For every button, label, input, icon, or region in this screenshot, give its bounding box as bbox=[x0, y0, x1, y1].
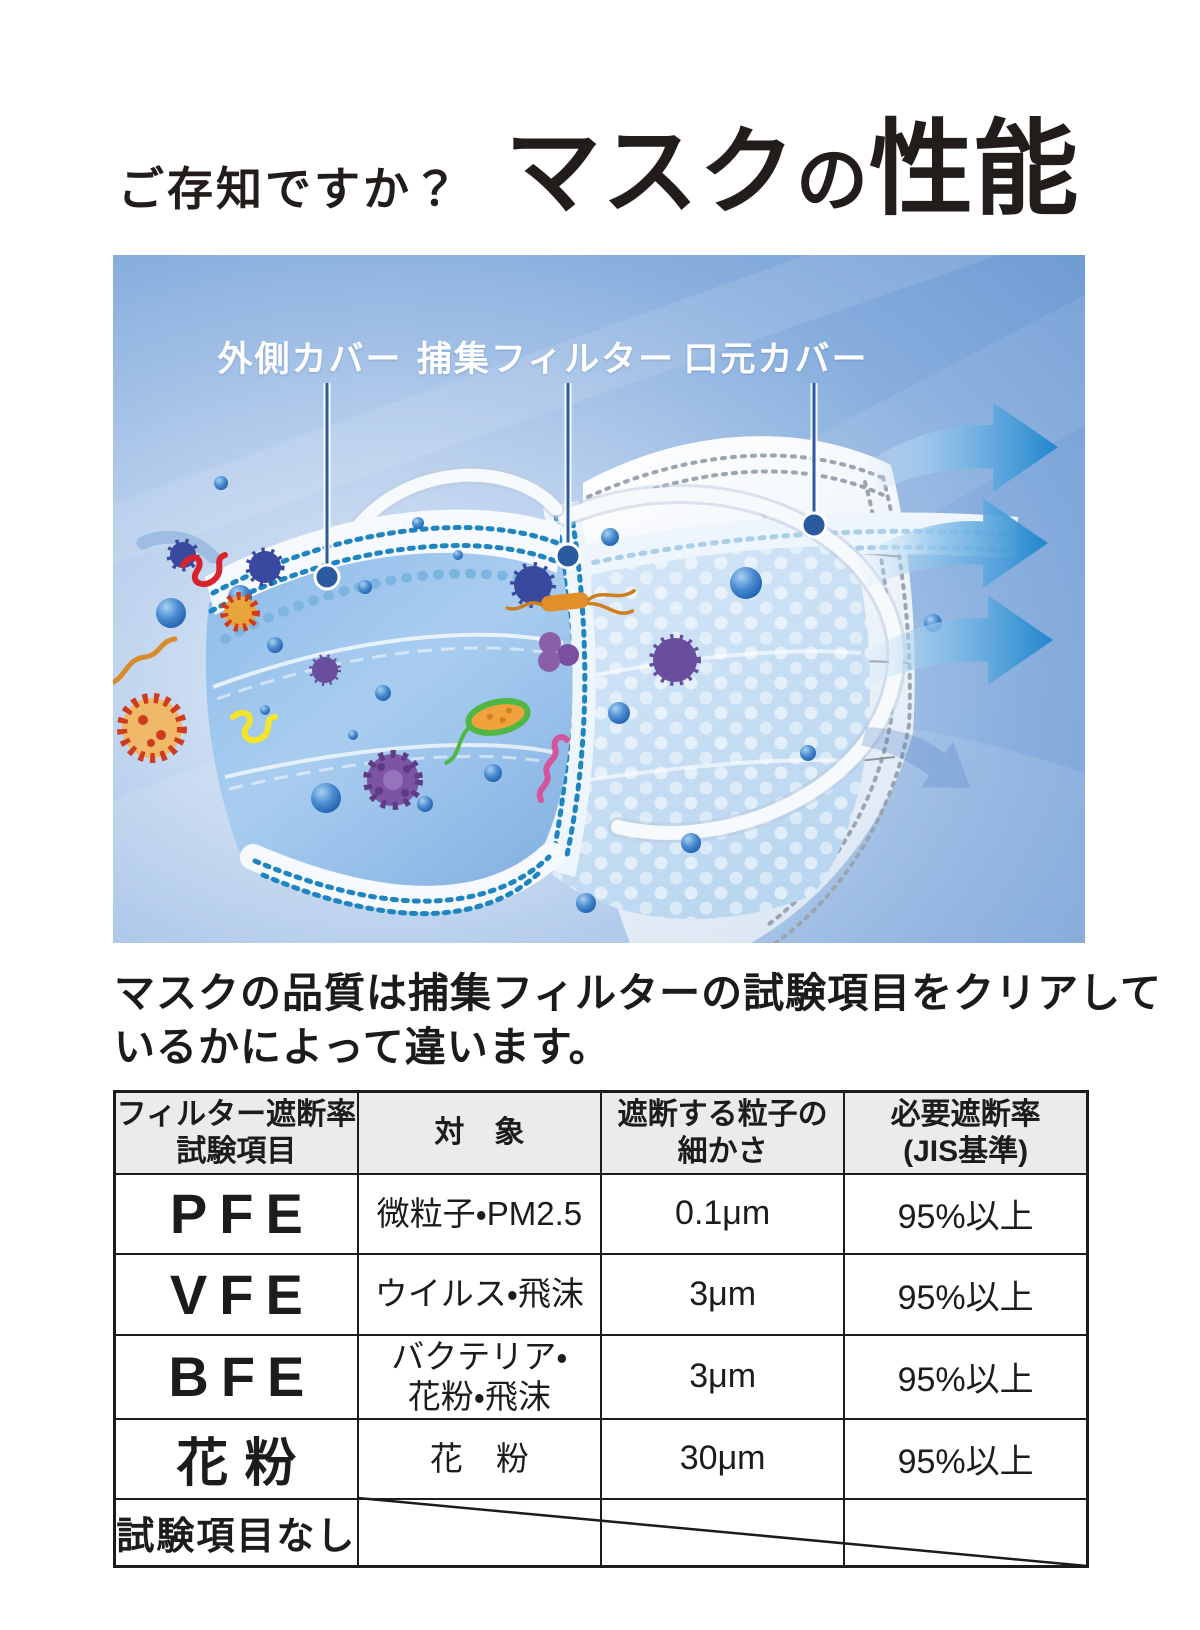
cell-no-test-empty1 bbox=[356, 1497, 603, 1568]
page-title: ご存知ですか？ マスクの性能 bbox=[118, 84, 1079, 235]
description-line1: マスクの品質は捕集フィルターの試験項目をクリアして bbox=[114, 970, 1162, 1016]
cell-pollen-size: 30μm bbox=[599, 1417, 846, 1500]
title-main: マスクの性能 bbox=[505, 84, 1079, 235]
cell-pfe-target: 微粒子・PM2.5 bbox=[356, 1172, 603, 1255]
title-main-word1: マスク bbox=[505, 119, 796, 226]
cell-vfe-size: 3μm bbox=[599, 1252, 846, 1336]
row-bfe: BFE バクテリア・ 花粉・飛沫 3μm 95%以上 bbox=[113, 1333, 1089, 1420]
cell-bfe-size: 3μm bbox=[599, 1333, 846, 1420]
cell-bfe-item: BFE bbox=[113, 1333, 359, 1420]
row-pollen: 花粉 花 粉 30μm 95%以上 bbox=[113, 1417, 1089, 1500]
collection-filter-layer bbox=[532, 501, 1018, 920]
cell-bfe-rate: 95%以上 bbox=[843, 1333, 1089, 1420]
cell-vfe-item: VFE bbox=[113, 1252, 359, 1336]
title-prefix: ご存知ですか？ bbox=[118, 163, 461, 215]
description-text: マスクの品質は捕集フィルターの試験項目をクリアして いるかによって違います。 bbox=[114, 966, 1162, 1074]
header-target: 対 象 bbox=[356, 1090, 603, 1175]
airflow-arrows bbox=[856, 402, 1058, 788]
title-main-particle: の bbox=[796, 141, 870, 221]
cell-no-test-label: 試験項目なし bbox=[113, 1497, 359, 1568]
cell-pfe-rate: 95%以上 bbox=[843, 1172, 1089, 1255]
cell-vfe-target: ウイルス・飛沫 bbox=[356, 1252, 603, 1336]
row-no-test: 試験項目なし bbox=[113, 1497, 1089, 1568]
filter-spec-table: フィルター遮断率 試験項目 対 象 遮断する粒子の 細かさ 必要遮断率 (JIS… bbox=[113, 1090, 1089, 1568]
cell-pollen-rate: 95%以上 bbox=[843, 1417, 1089, 1500]
header-required-rate: 必要遮断率 (JIS基準) bbox=[843, 1090, 1089, 1175]
header-test-item: フィルター遮断率 試験項目 bbox=[113, 1090, 359, 1175]
callout-lines bbox=[313, 383, 828, 591]
description-line2: いるかによって違います。 bbox=[114, 1024, 611, 1070]
cell-pollen-item: 花粉 bbox=[113, 1417, 359, 1500]
cell-no-test-empty3 bbox=[843, 1497, 1089, 1568]
particle-cloud bbox=[113, 476, 942, 913]
mask-illustration-art bbox=[113, 255, 1085, 943]
cell-pfe-size: 0.1μm bbox=[599, 1172, 846, 1255]
cell-vfe-rate: 95%以上 bbox=[843, 1252, 1089, 1336]
cell-bfe-target: バクテリア・ 花粉・飛沫 bbox=[356, 1333, 603, 1420]
header-particle-size: 遮断する粒子の 細かさ bbox=[599, 1090, 846, 1175]
cell-pollen-target: 花 粉 bbox=[356, 1417, 603, 1500]
label-outer-cover: 外側カバー bbox=[217, 340, 403, 379]
cell-pfe-item: PFE bbox=[113, 1172, 359, 1255]
cell-no-test-empty2 bbox=[599, 1497, 846, 1568]
mask-layers-illustration: 外側カバー 捕集フィルター 口元カバー bbox=[113, 255, 1085, 943]
outer-cover-mask bbox=[205, 509, 573, 916]
row-vfe: VFE ウイルス・飛沫 3μm 95%以上 bbox=[113, 1252, 1089, 1336]
title-main-word2: 性能 bbox=[869, 112, 1080, 228]
label-mouth-cover: 口元カバー bbox=[683, 340, 869, 379]
label-collection-filter: 捕集フィルター bbox=[416, 340, 676, 379]
row-pfe: PFE 微粒子・PM2.5 0.1μm 95%以上 bbox=[113, 1172, 1089, 1255]
